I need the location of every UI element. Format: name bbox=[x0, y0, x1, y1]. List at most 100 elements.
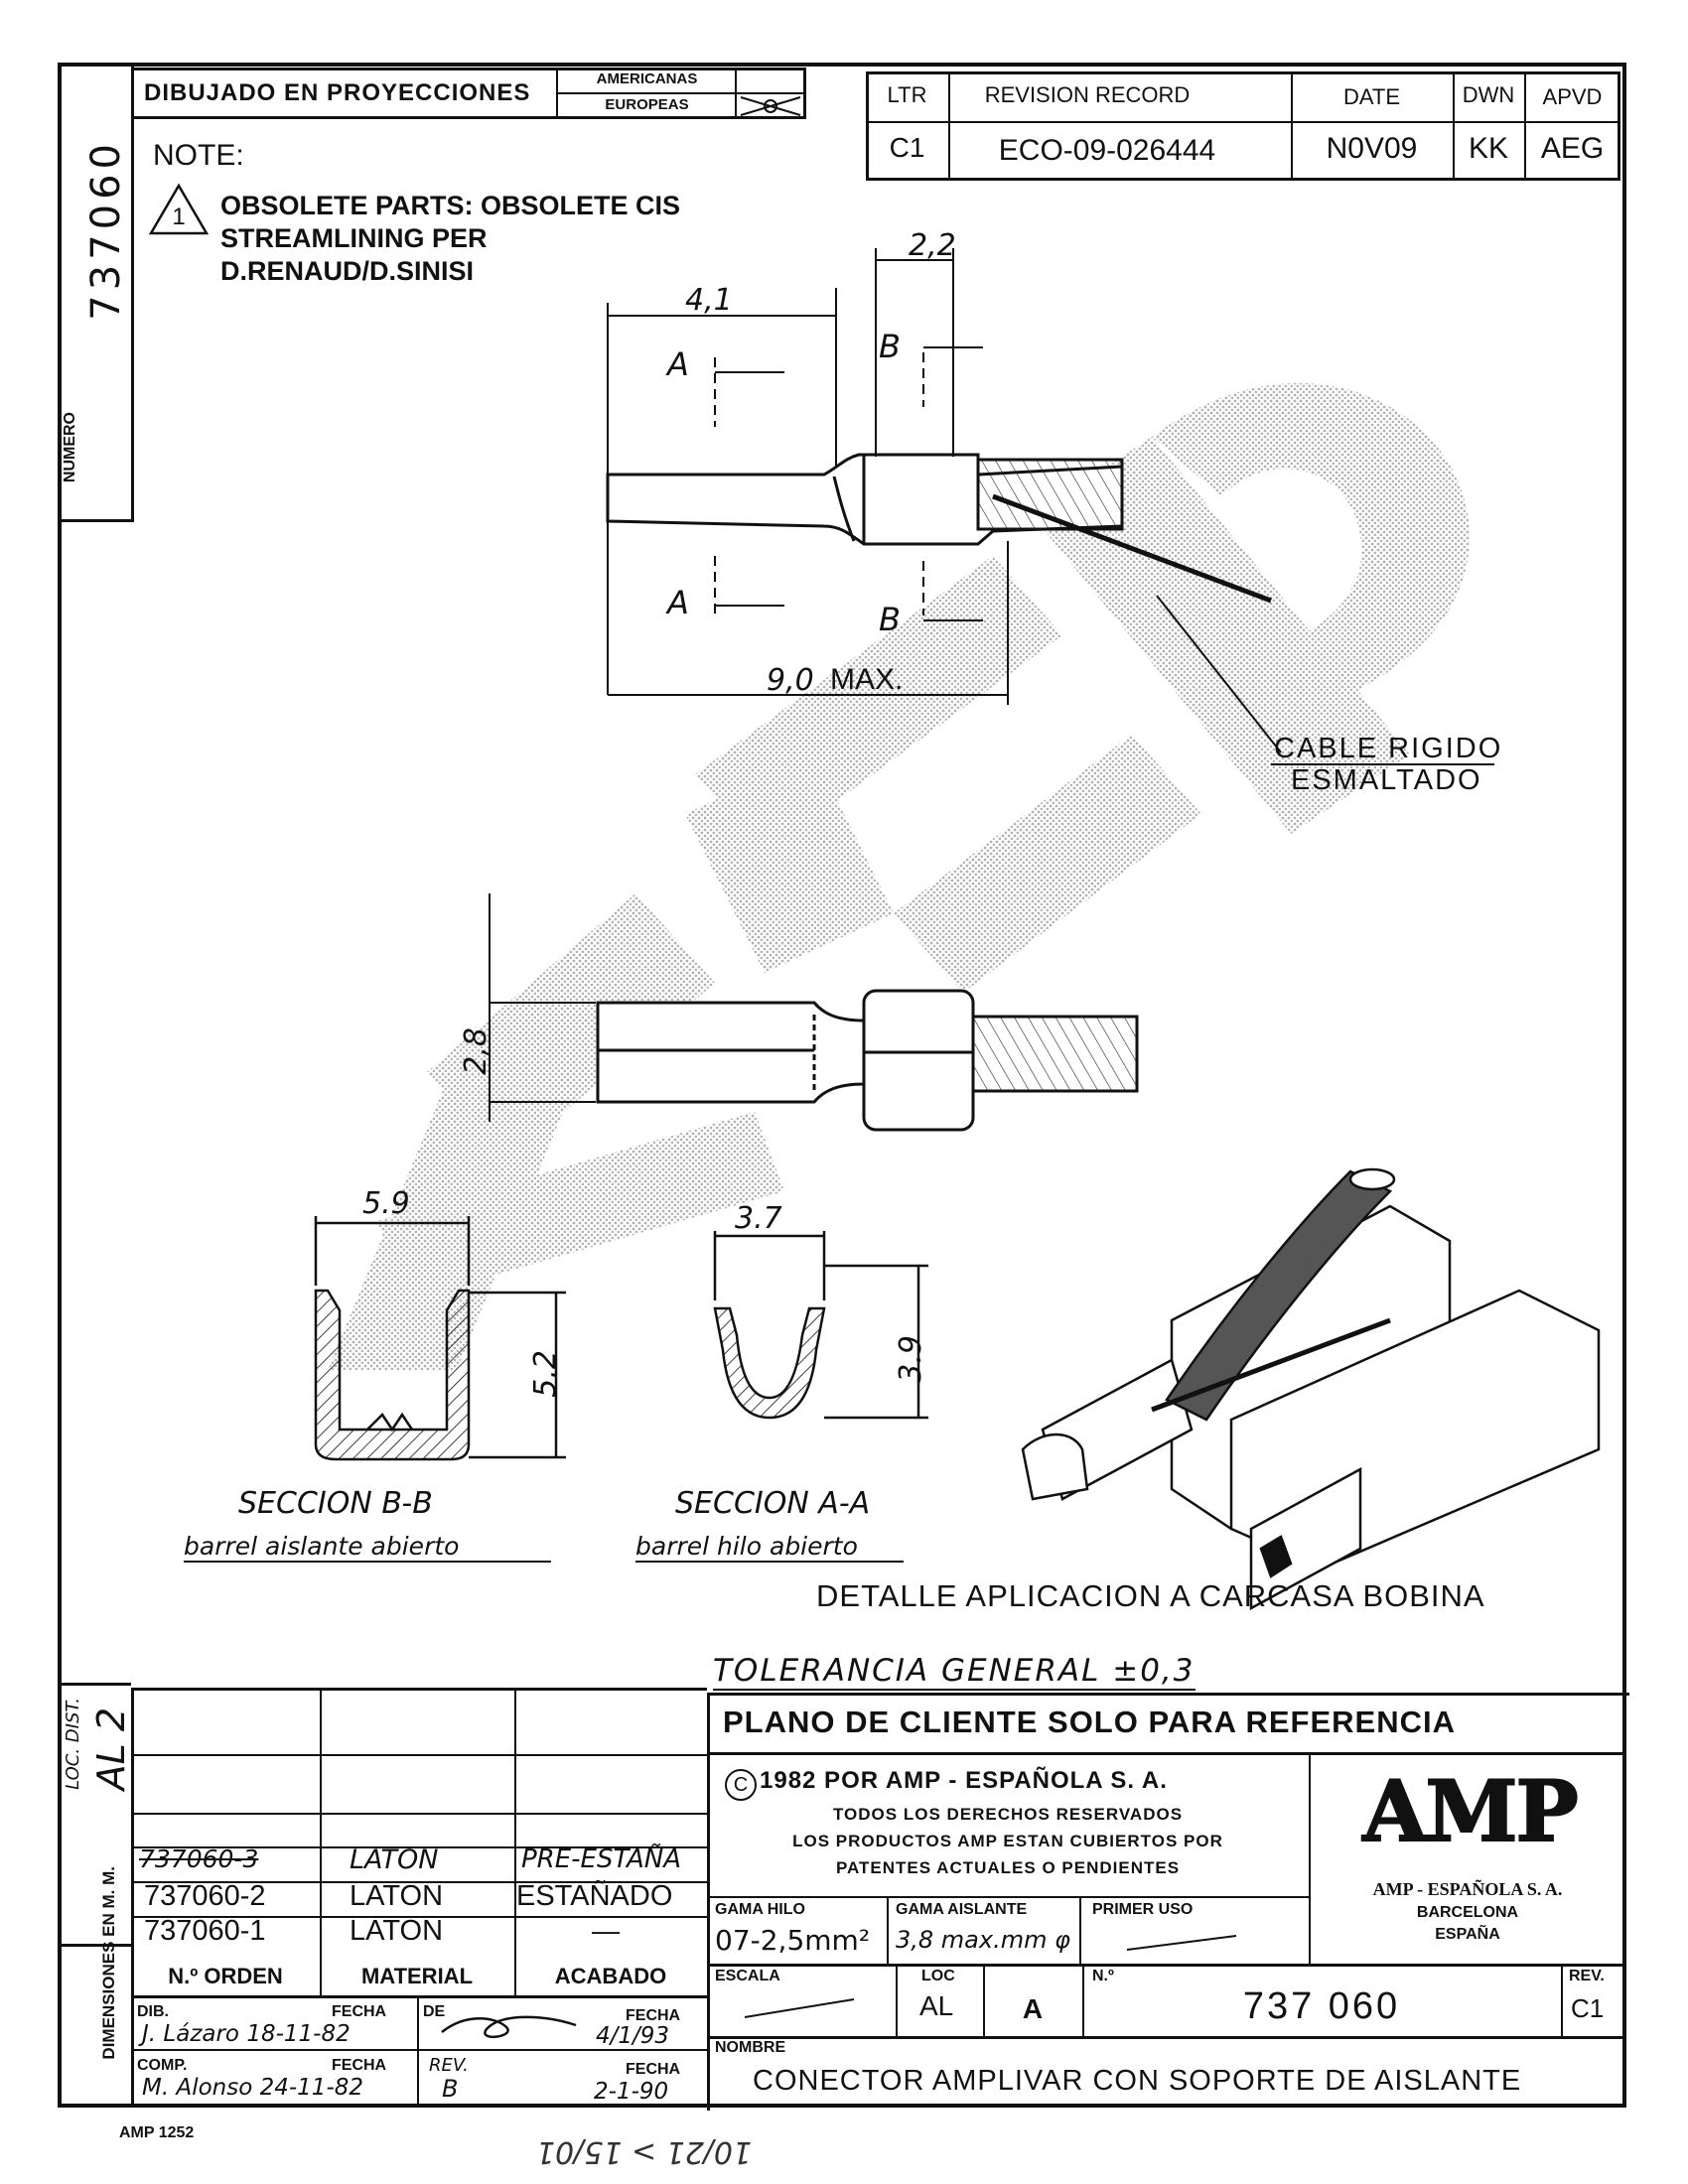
de-label: DE bbox=[423, 2003, 446, 2020]
parts-row-3-acabado: — bbox=[592, 1915, 620, 1946]
gama-hilo-value: 07-2,5mm² bbox=[715, 1924, 871, 1957]
tolerance-note: TOLERANCIA GENERAL ±0,3 bbox=[713, 1653, 1196, 1691]
loc-value: AL bbox=[919, 1990, 954, 2021]
note-line-2: STREAMLINING PER bbox=[220, 223, 488, 253]
rev-header-ltr: LTR bbox=[887, 82, 927, 107]
de-fecha-value: 4/1/93 bbox=[596, 2023, 670, 2049]
drawing-frame bbox=[58, 63, 1626, 2108]
rev-value: C1 bbox=[1571, 1993, 1605, 2023]
section-aa-subtitle: barrel hilo abierto bbox=[635, 1532, 904, 1563]
rev-label: REV. bbox=[1569, 1968, 1605, 1984]
isometric-detail bbox=[1021, 1167, 1601, 1611]
no-value: 737 060 bbox=[1242, 1985, 1401, 2027]
rev-row-apvd: AEG bbox=[1540, 132, 1605, 165]
dim-3-9: 3.9 bbox=[894, 1335, 928, 1383]
parts-row-3-orden: 737060-1 bbox=[144, 1915, 266, 1947]
parts-row-2-orden: 737060-2 bbox=[144, 1880, 266, 1912]
dims-side-view bbox=[489, 893, 596, 1122]
company-line-1: AMP - ESPAÑOLA S. A. bbox=[1372, 1879, 1563, 1899]
projection-label: DIBUJADO EN PROYECCIONES bbox=[144, 79, 531, 106]
dim-5-2: 5.2 bbox=[528, 1350, 563, 1398]
dim-2-2: 2,2 bbox=[909, 228, 956, 263]
dib-fecha-label: FECHA bbox=[332, 2003, 387, 2020]
parts-row-3-material: LATON bbox=[350, 1915, 444, 1947]
dim-4-1: 4,1 bbox=[685, 283, 733, 318]
amp-logo: AMP bbox=[1361, 1761, 1579, 1861]
parts-header-material: MATERIAL bbox=[360, 1964, 474, 1988]
dib-value: J. Lázaro 18-11-82 bbox=[142, 2021, 351, 2047]
comp-fecha-label: FECHA bbox=[332, 2057, 387, 2074]
cable-label-1: CABLE RIGIDO bbox=[1274, 733, 1503, 764]
section-bb bbox=[314, 1216, 566, 1461]
title-block bbox=[707, 1693, 1629, 2111]
form-number: AMP 1252 bbox=[119, 2124, 195, 2141]
projection-american: AMERICANAS bbox=[596, 70, 698, 87]
rev-fecha-label: FECHA bbox=[626, 2061, 681, 2078]
cable-label-2: ESMALTADO bbox=[1291, 764, 1482, 796]
company-line-2: BARCELONA bbox=[1416, 1904, 1519, 1921]
comp-value: M. Alonso 24-11-82 bbox=[142, 2075, 364, 2101]
escala-label: ESCALA bbox=[715, 1968, 780, 1984]
section-b-top: B bbox=[879, 328, 901, 365]
amp-watermark bbox=[328, 382, 1470, 1370]
handwritten-footer: 10/21 > 15/01 bbox=[536, 2134, 753, 2169]
section-bb-subtitle: barrel aislante abierto bbox=[184, 1532, 551, 1563]
projection-european: EUROPEAS bbox=[605, 96, 689, 113]
rights-line-3: PATENTES ACTUALES O PENDIENTES bbox=[835, 1858, 1181, 1877]
rights-line-1: TODOS LOS DERECHOS RESERVADOS bbox=[832, 1805, 1184, 1824]
terminal-top-view bbox=[606, 453, 1272, 604]
revision-table bbox=[866, 71, 1620, 181]
rev-header-apvd: APVD bbox=[1542, 84, 1603, 109]
rev-row-dwn: KK bbox=[1468, 132, 1509, 165]
reference-banner: PLANO DE CLIENTE SOLO PARA REFERENCIA bbox=[723, 1705, 1456, 1739]
loc-label: LOC bbox=[921, 1968, 955, 1984]
technical-drawing bbox=[314, 248, 1601, 1611]
parts-header-orden: N.º ORDEN bbox=[168, 1964, 283, 1988]
nombre-label: NOMBRE bbox=[715, 2039, 786, 2056]
nombre-value: CONECTOR AMPLIVAR CON SOPORTE DE AISLANT… bbox=[753, 2065, 1522, 2097]
no-label: N.º bbox=[1092, 1968, 1114, 1984]
section-a-top: A bbox=[667, 345, 689, 383]
rev-header-date: DATE bbox=[1342, 84, 1401, 109]
rev-sig-value: B bbox=[442, 2075, 459, 2103]
gama-aislante-label: GAMA AISLANTE bbox=[896, 1901, 1028, 1918]
dib-label: DIB. bbox=[137, 2003, 169, 2020]
loc-letter: A bbox=[1022, 1993, 1044, 2024]
loc-dist-label: LOC. DIST. bbox=[63, 1698, 83, 1790]
rev-sig-label: REV. bbox=[429, 2055, 469, 2076]
copyright-symbol: C bbox=[725, 1769, 757, 1801]
note-line-1: OBSOLETE PARTS: OBSOLETE CIS bbox=[220, 191, 681, 220]
parts-row-1-orden: 737060-3 bbox=[139, 1844, 259, 1873]
de-fecha-label: FECHA bbox=[626, 2007, 681, 2024]
escala-empty-mark bbox=[744, 1998, 855, 2018]
section-b-bottom: B bbox=[879, 601, 901, 638]
dimensions-label: DIMENSIONES EN M. M. bbox=[99, 1866, 118, 2060]
note-delta-marker bbox=[148, 183, 210, 235]
rights-line-2: LOS PRODUCTOS AMP ESTAN CUBIERTOS POR bbox=[792, 1832, 1223, 1850]
primer-uso-label: PRIMER USO bbox=[1092, 1901, 1194, 1918]
dim-2-8: 2,8 bbox=[459, 1027, 493, 1075]
dim-5-9: 5.9 bbox=[362, 1186, 410, 1221]
copyright-line: 1982 POR AMP - ESPAÑOLA S. A. bbox=[760, 1767, 1168, 1794]
section-aa bbox=[713, 1231, 928, 1420]
de-signature bbox=[441, 2015, 577, 2039]
numero-strip bbox=[58, 63, 134, 522]
parts-table bbox=[131, 1688, 707, 1997]
primer-uso-empty-mark bbox=[1126, 1935, 1237, 1951]
loc-dist-value: AL 2 bbox=[89, 1707, 133, 1791]
rev-fecha-value: 2-1-90 bbox=[594, 2079, 669, 2105]
rev-header-record: REVISION RECORD bbox=[984, 82, 1191, 107]
rev-row-record: ECO-09-026444 bbox=[998, 134, 1216, 167]
note-title: NOTE: bbox=[153, 139, 244, 172]
detail-caption: DETALLE APLICACION A CARCASA BOBINA bbox=[816, 1578, 1485, 1613]
dim-max: MAX. bbox=[830, 663, 904, 696]
parts-row-1-acabado: PRE-ESTAÑA bbox=[521, 1844, 682, 1874]
gama-aislante-value: 3,8 max.mm φ bbox=[896, 1926, 1070, 1954]
note-marker-number: 1 bbox=[172, 204, 186, 230]
dim-3-7: 3.7 bbox=[735, 1201, 782, 1236]
section-bb-title: SECCION B-B bbox=[238, 1486, 433, 1521]
note-line-3: D.RENAUD/D.SINISI bbox=[220, 256, 475, 286]
parts-row-2-material: LATON bbox=[350, 1880, 444, 1912]
parts-row-1-material: LATON bbox=[350, 1844, 439, 1875]
comp-label: COMP. bbox=[137, 2057, 188, 2074]
